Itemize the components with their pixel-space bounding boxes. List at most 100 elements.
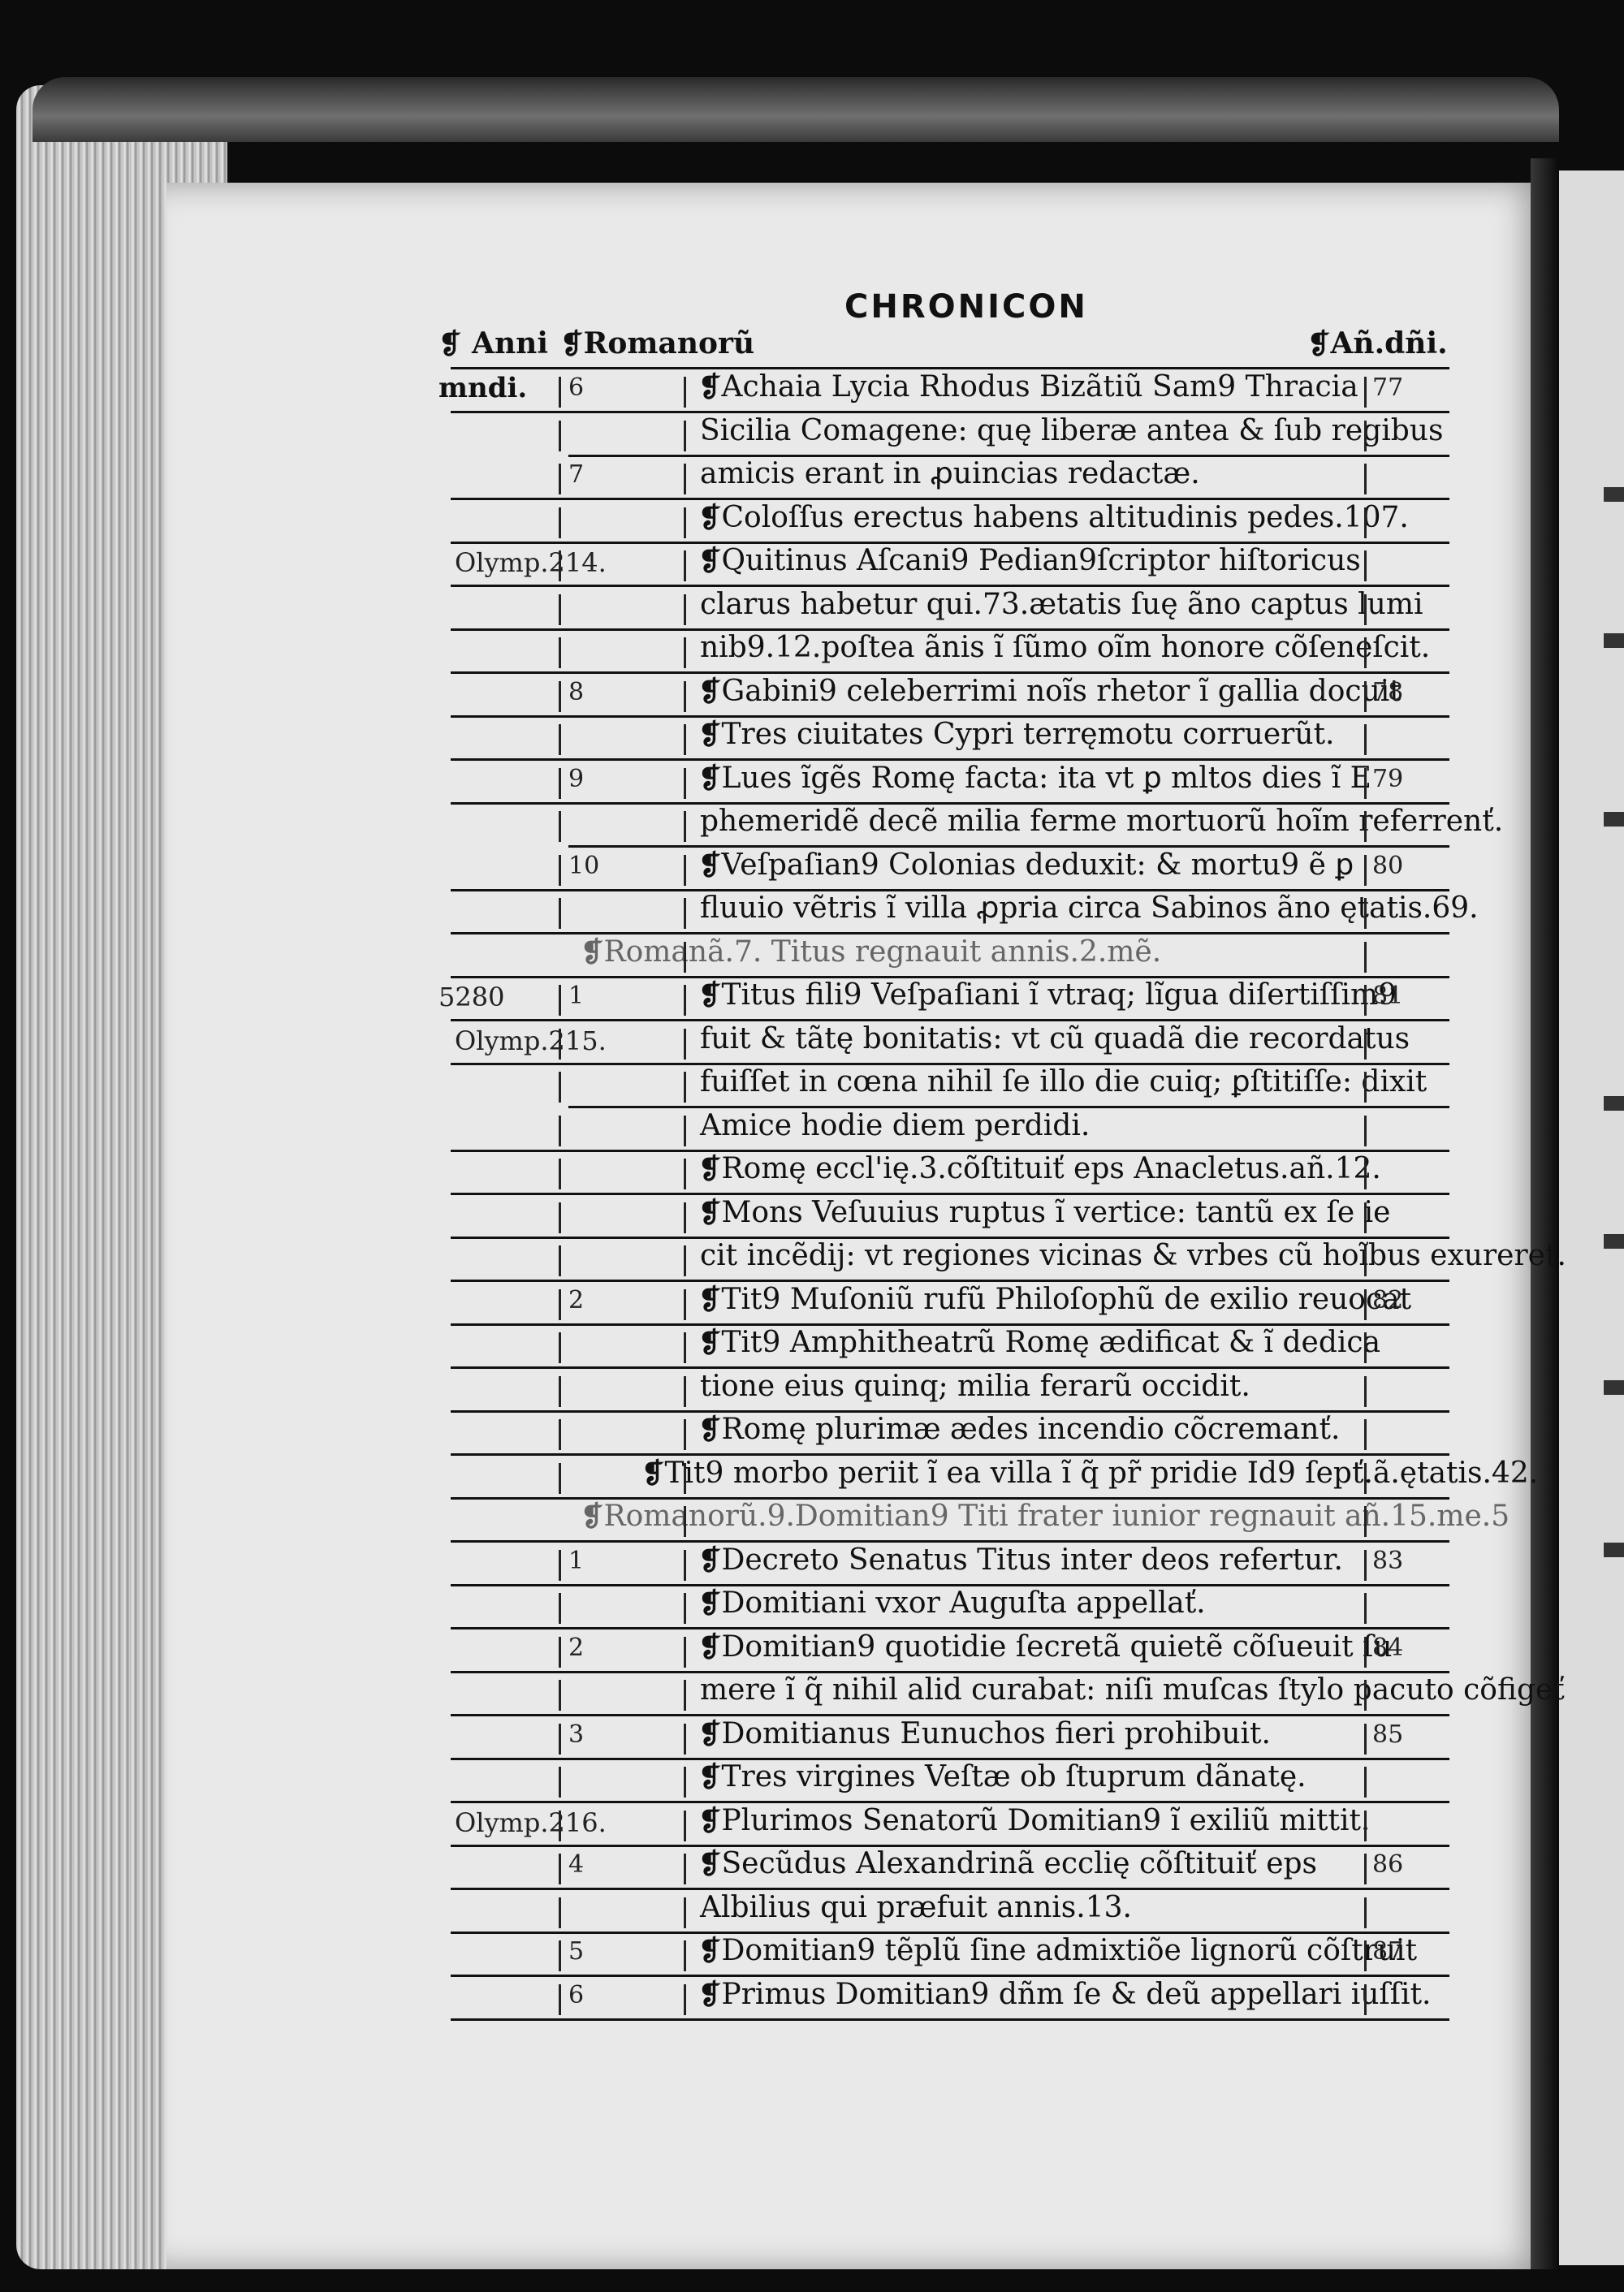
entry-text: clarus habetur qui.73.ætatis ſuę ãno cap… (700, 588, 1423, 621)
row-rule (451, 1801, 1449, 1803)
pilcrow-mark: ❡ (698, 1935, 722, 1967)
vbar-dni (1364, 1289, 1367, 1320)
entry-line: ❡Gabini9 celeberrimi noĩs rhetor ĩ galli… (698, 675, 1402, 708)
vbar-text (684, 1984, 686, 2015)
pilcrow-mark: ❡ (581, 1500, 604, 1533)
entry-text: Titus fili9 Veſpaſiani ĩ vtraq; lĩgua di… (721, 978, 1397, 1012)
vbar-dni (1364, 1376, 1367, 1407)
anno-domini-cell: 87 (1372, 1937, 1404, 1966)
vbar-dni (1364, 421, 1367, 451)
vbar-text (684, 550, 686, 581)
pilcrow-mark: ❡ (698, 1979, 722, 2011)
vbar-mundi (559, 855, 561, 886)
entry-text: Tit9 Muſoniũ rufũ Philoſophũ de exilio r… (721, 1283, 1412, 1316)
entry-text: Romanã.7. Titus regnauit annis.2.mẽ. (603, 935, 1162, 969)
vbar-dni (1364, 1550, 1367, 1581)
pilcrow-mark: ❡ (698, 1327, 722, 1359)
vbar-mundi (559, 1940, 561, 1971)
row-rule (568, 1106, 1449, 1108)
entry-line: Amice hodie diem perdidi. (700, 1109, 1090, 1142)
entry-text: Decreto Senatus Titus inter deos refertu… (721, 1543, 1343, 1577)
entry-line: fuiſſet in cœna nihil ſe illo die cuiq; … (700, 1065, 1427, 1099)
vbar-text (684, 1724, 686, 1755)
vbar-dni (1364, 1159, 1367, 1189)
entry-text: cit incẽdij: vt regiones vicinas & vrbes… (700, 1239, 1566, 1272)
pilcrow-mark: ❡ (698, 1153, 722, 1185)
vbar-mundi (559, 1289, 561, 1320)
vbar-text (684, 1202, 686, 1233)
vbar-mundi (559, 1767, 561, 1798)
anni-romanorum-cell: 1 (568, 982, 585, 1010)
facing-page-text-fragment (1604, 487, 1624, 502)
entry-line: ❡Romanorũ.9.Domitian9 Titi frater iunior… (581, 1500, 1510, 1533)
pilcrow-mark: ❡ (698, 1284, 722, 1316)
row-rule (451, 585, 1449, 587)
vbar-mundi (559, 594, 561, 625)
vbar-text (684, 594, 686, 625)
row-rule (451, 367, 1449, 369)
row-rule (451, 1975, 1449, 1977)
vbar-dni (1364, 1724, 1367, 1755)
row-rule (451, 802, 1449, 805)
row-rule (451, 1540, 1449, 1543)
vbar-dni (1364, 1637, 1367, 1668)
entry-line: ❡Domitian9 tẽplũ ſine admixtiõe lignorũ … (698, 1934, 1417, 1967)
book-cover-top (32, 77, 1559, 142)
vbar-dni (1364, 637, 1367, 668)
row-rule (451, 1410, 1449, 1413)
vbar-text (684, 1289, 686, 1320)
pilcrow-mark: ❡ (698, 1718, 722, 1750)
vbar-text (684, 377, 686, 408)
entry-text: Tit9 morbo periit ĩ ea villa ĩ q̃ pr̃ pr… (664, 1457, 1539, 1490)
entry-line: clarus habetur qui.73.ætatis ſuę ãno cap… (700, 588, 1423, 621)
vbar-dni (1364, 507, 1367, 538)
column-header-romanorum: ❡Romanorũ (560, 326, 755, 360)
anno-domini-cell: 83 (1372, 1547, 1404, 1575)
entry-line: mere ĩ q̃ nihil alid curabat: niſi muſca… (700, 1673, 1565, 1707)
facing-page-text-fragment (1604, 1543, 1624, 1557)
row-rule (451, 1584, 1449, 1586)
vbar-mundi (559, 550, 561, 581)
vbar-mundi (559, 811, 561, 842)
vbar-dni (1364, 464, 1367, 494)
entry-text: Tit9 Amphitheatrũ Romę ædificat & ĩ dedi… (721, 1326, 1381, 1359)
row-rule (451, 411, 1449, 413)
row-rule (451, 1366, 1449, 1369)
vbar-text (684, 724, 686, 755)
entry-line: ❡Domitian9 quotidie ſecretã quietẽ cõſue… (698, 1630, 1393, 1664)
anni-romanorum-cell: 5 (568, 1937, 585, 1966)
column-header-anni: ❡ Anni (438, 326, 549, 360)
entry-text: nib9.12.poſtea ãnis ĩ ſũmo oĩm honore cõ… (700, 631, 1431, 664)
entry-text: fuit & tãtę bonitatis: vt cũ quadã die r… (700, 1022, 1410, 1055)
anno-domini-cell: 85 (1372, 1720, 1404, 1749)
vbar-text (684, 1637, 686, 1668)
anni-mundi-cell: Olymp.216. (455, 1807, 607, 1838)
vbar-dni (1364, 1419, 1367, 1450)
row-rule (451, 1758, 1449, 1760)
row-rule (568, 455, 1449, 457)
facing-page-text-fragment (1604, 1380, 1624, 1395)
vbar-dni (1364, 942, 1367, 973)
pilcrow-mark: ❡ (698, 545, 722, 577)
anni-romanorum-cell: 7 (568, 460, 585, 489)
vbar-mundi (559, 1637, 561, 1668)
vbar-dni (1364, 1029, 1367, 1060)
row-rule (451, 889, 1449, 891)
vbar-mundi (559, 421, 561, 451)
anno-domini-cell: 86 (1372, 1850, 1404, 1879)
pilcrow-mark: ❡ (698, 1414, 722, 1446)
vbar-dni (1364, 1245, 1367, 1276)
entry-text: Veſpaſian9 Colonias deduxit: & mortu9 ẽ … (721, 848, 1354, 882)
vbar-mundi (559, 1854, 561, 1884)
vbar-mundi (559, 1724, 561, 1755)
vbar-dni (1364, 377, 1367, 408)
vbar-text (684, 1811, 686, 1841)
vbar-dni (1364, 1767, 1367, 1798)
entry-text: Primus Domitian9 dñm ſe & deũ appellari … (721, 1978, 1432, 2011)
vbar-mundi (559, 1332, 561, 1363)
facing-page-sliver (1559, 170, 1624, 2265)
anni-romanorum-cell: 3 (568, 1720, 585, 1749)
vbar-dni (1364, 1940, 1367, 1971)
pilcrow-mark: ❡ (698, 1631, 722, 1664)
vbar-text (684, 1116, 686, 1146)
